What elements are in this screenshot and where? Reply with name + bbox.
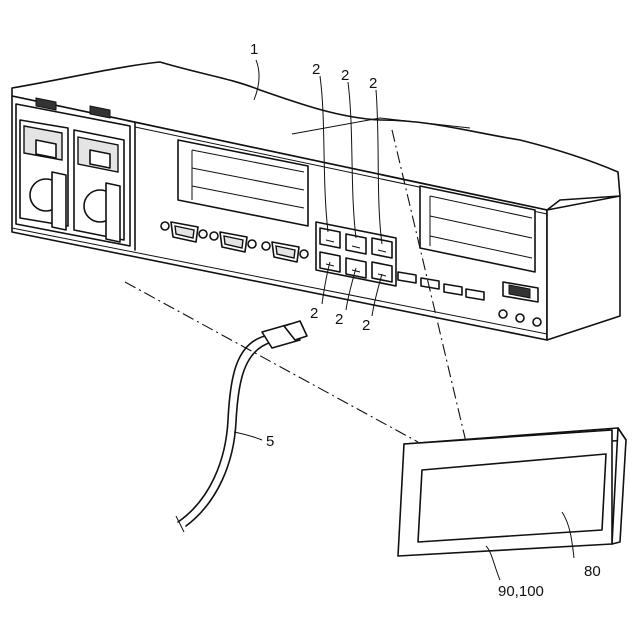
label-cable: 5: [266, 433, 274, 450]
label-port-top-3: 2: [369, 75, 377, 92]
display-screen: [418, 454, 606, 542]
label-port-top-2: 2: [341, 67, 349, 84]
label-server: 1: [250, 41, 258, 58]
label-port-bottom-3: 2: [362, 317, 370, 334]
label-display-frame: 90,100: [498, 583, 544, 600]
label-port-bottom-2: 2: [335, 311, 343, 328]
network-cable: [176, 321, 307, 532]
label-port-top-1: 2: [312, 61, 320, 78]
label-port-bottom-1: 2: [310, 305, 318, 322]
lan-port-upper-1: [320, 228, 340, 248]
display-device: [398, 428, 626, 556]
lan-port-lower-3: [372, 262, 392, 282]
label-display-screen: 80: [584, 563, 601, 580]
